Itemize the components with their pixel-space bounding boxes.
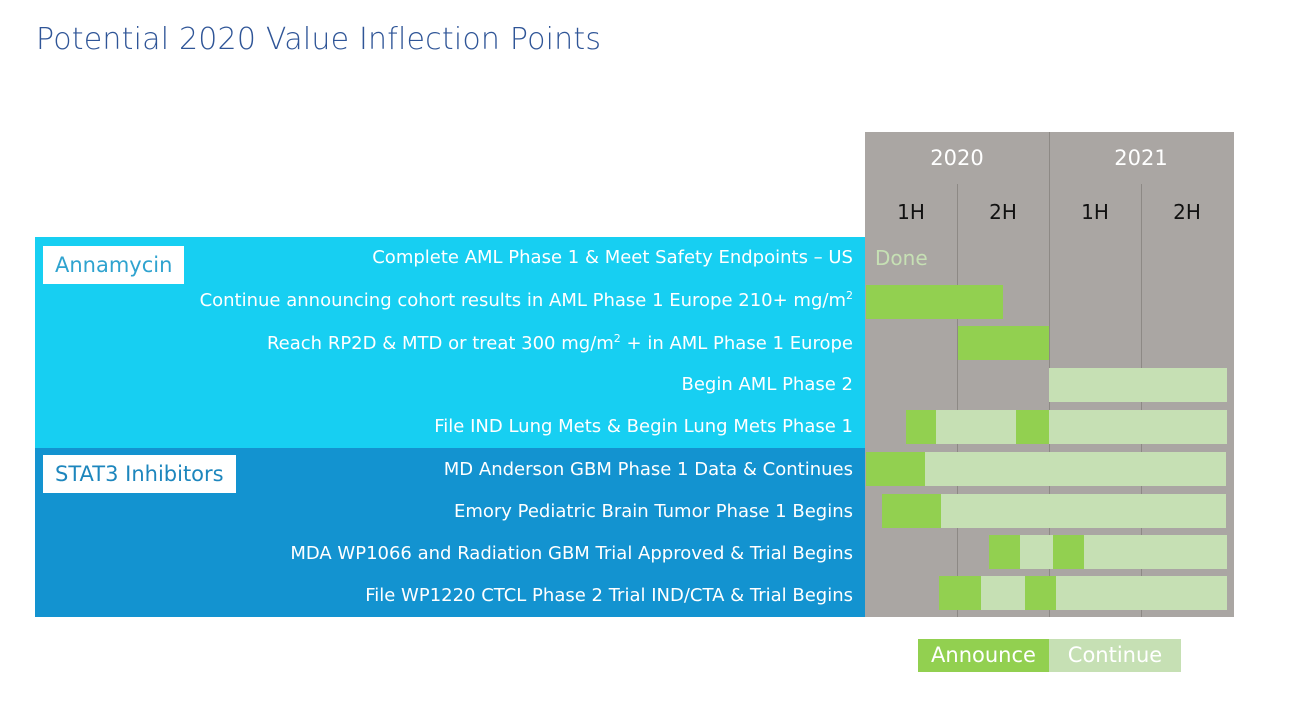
bar-announce-row1-0 <box>866 285 1004 319</box>
bar-continue-row7-1 <box>1019 535 1053 569</box>
bar-announce-row7-2 <box>1052 535 1084 569</box>
half-label-2020-1h: 1H <box>897 200 925 224</box>
row-label-lung-mets: File IND Lung Mets & Begin Lung Mets Pha… <box>434 416 853 437</box>
bar-continue-row6-1 <box>941 494 1227 528</box>
row-label-cohort-results: Continue announcing cohort results in AM… <box>199 289 853 311</box>
row-label-md-anderson-gbm: MD Anderson GBM Phase 1 Data & Continues <box>443 459 853 480</box>
bar-announce-row6-0 <box>882 494 942 528</box>
half-divider-2020 <box>957 184 958 617</box>
row-label-aml-phase2: Begin AML Phase 2 <box>681 374 854 395</box>
bar-announce-row4-2 <box>1016 410 1049 444</box>
bar-announce-row2-0 <box>957 326 1049 360</box>
group-label-stat3: STAT3 Inhibitors <box>43 455 236 493</box>
row-label-aml-phase1-us: Complete AML Phase 1 & Meet Safety Endpo… <box>372 247 853 268</box>
bar-announce-row5-0 <box>866 452 925 486</box>
bar-announce-row7-0 <box>988 535 1020 569</box>
year-label-2021: 2021 <box>1114 146 1168 170</box>
bar-announce-row8-2 <box>1025 576 1057 610</box>
row-label-mda-wp1066: MDA WP1066 and Radiation GBM Trial Appro… <box>290 543 853 564</box>
bar-announce-row8-0 <box>939 576 982 610</box>
bar-announce-row4-0 <box>906 410 936 444</box>
row-label-rp2d-mtd: Reach RP2D & MTD or treat 300 mg/m2 + in… <box>266 332 853 354</box>
bar-continue-row8-3 <box>1056 576 1227 610</box>
group-label-annamycin: Annamycin <box>43 246 185 284</box>
bar-continue-row4-1 <box>935 410 1017 444</box>
half-label-2021-1h: 1H <box>1081 200 1109 224</box>
bar-continue-row5-1 <box>924 452 1227 486</box>
bar-continue-row7-3 <box>1083 535 1227 569</box>
half-label-2020-2h: 2H <box>989 200 1017 224</box>
page-title: Potential 2020 Value Inflection Points <box>36 22 602 57</box>
row-label-wp1220-ctcl: File WP1220 CTCL Phase 2 Trial IND/CTA &… <box>365 585 853 606</box>
legend-announce: Announce <box>918 639 1049 672</box>
bar-continue-row3-0 <box>1049 368 1227 402</box>
bar-continue-row8-1 <box>981 576 1026 610</box>
half-label-2021-2h: 2H <box>1173 200 1201 224</box>
row-label-emory-pediatric: Emory Pediatric Brain Tumor Phase 1 Begi… <box>453 501 853 522</box>
legend-continue: Continue <box>1049 639 1181 672</box>
status-done: Done <box>875 246 928 270</box>
bar-continue-row4-3 <box>1049 410 1227 444</box>
year-label-2020: 2020 <box>930 146 984 170</box>
